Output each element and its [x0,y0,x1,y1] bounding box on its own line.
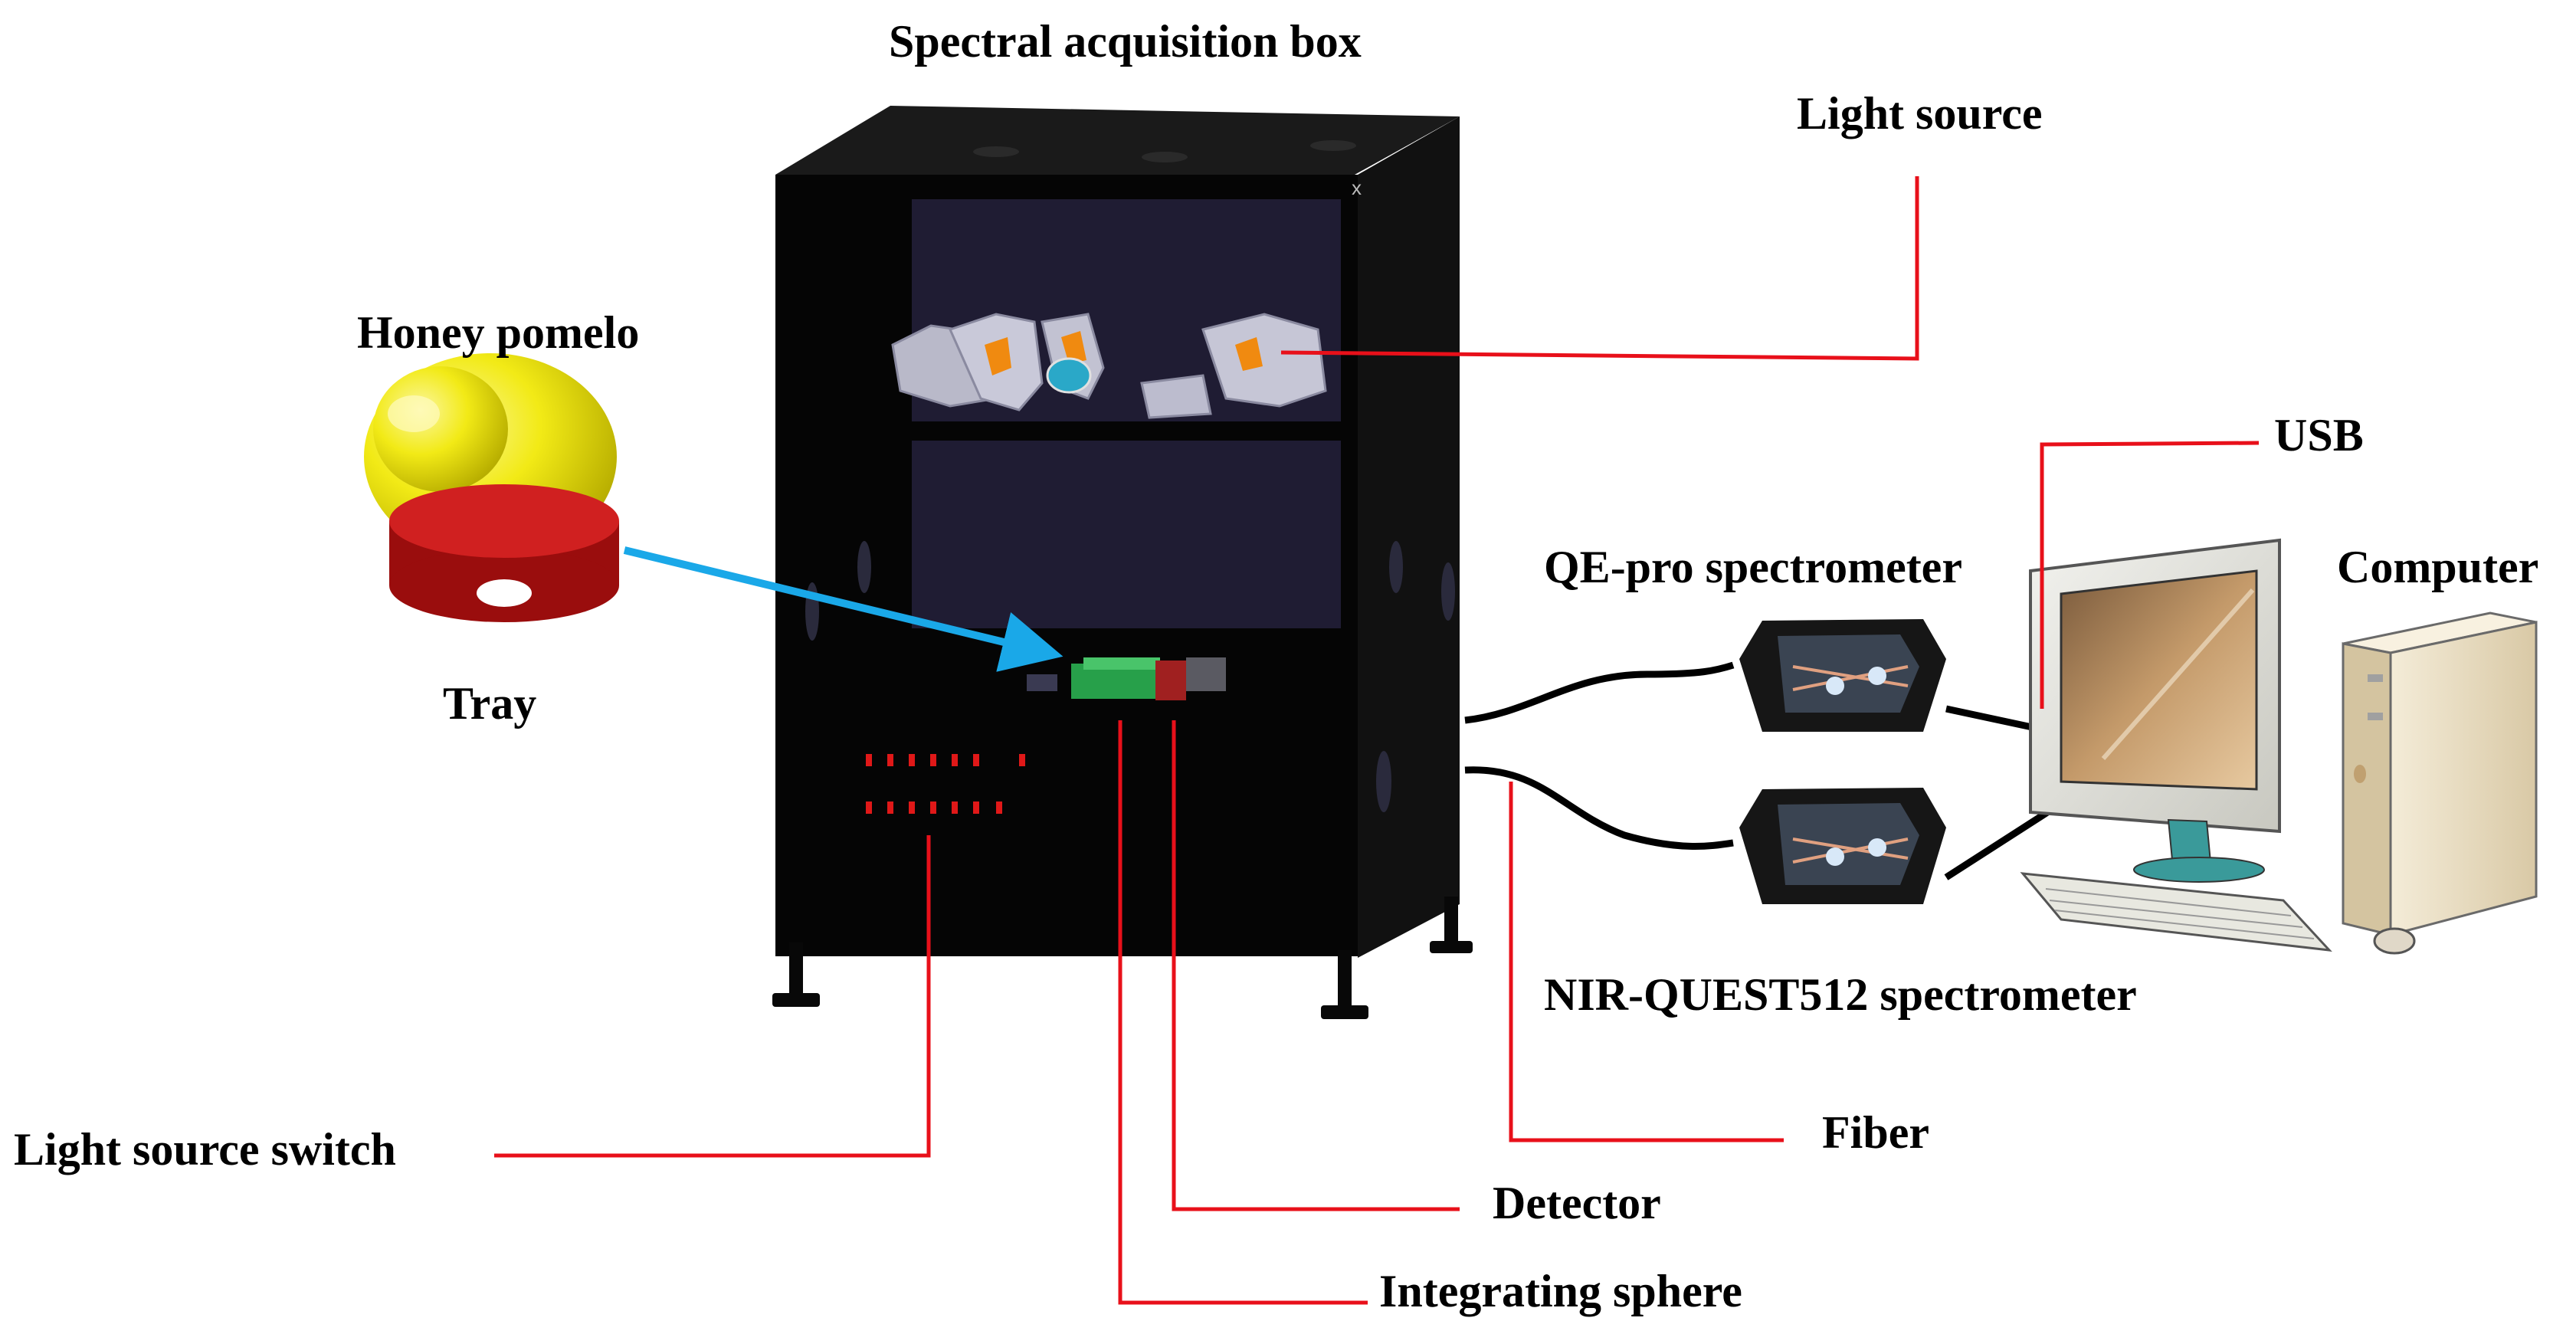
label-tray: Tray [443,678,537,729]
nir-quest-spectrometer [1739,788,1946,904]
label-light-source-switch: Light source switch [14,1124,396,1175]
box-mark: x [1352,176,1362,199]
label-integrating-sphere: Integrating sphere [1379,1266,1742,1316]
qe-pro-spectrometer [1739,619,1946,732]
light-source-assembly [891,313,1327,419]
leader-lines [494,176,2260,1305]
computer [2020,538,2538,955]
label-usb: USB [2274,410,2364,461]
label-computer: Computer [2337,542,2539,592]
sample-arrow [623,546,1064,672]
label-honey-pomelo: Honey pomelo [357,307,640,358]
spectral-acquisition-box [772,106,1473,1019]
label-qe-pro-spectrometer: QE-pro spectrometer [1544,542,1962,592]
label-nir-quest-spectrometer: NIR-QUEST512 spectrometer [1544,969,2137,1020]
tray [389,484,619,622]
light-source-switch-leds [866,754,1025,814]
label-light-source: Light source [1797,88,2043,139]
integrating-sphere-module [1027,657,1226,700]
label-spectral-acquisition-box: Spectral acquisition box [889,16,1362,67]
label-detector: Detector [1493,1178,1661,1228]
label-fiber: Fiber [1822,1107,1929,1158]
